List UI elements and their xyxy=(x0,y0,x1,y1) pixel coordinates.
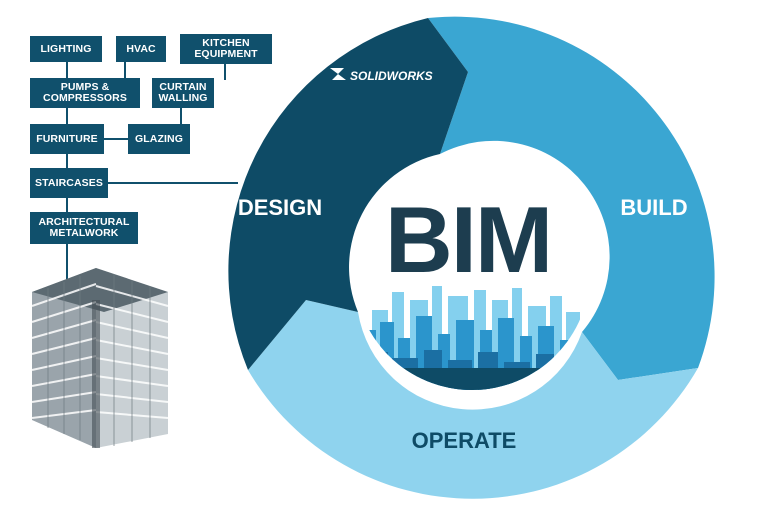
ds-logo-icon xyxy=(330,68,346,80)
connector-glazing xyxy=(104,138,128,140)
component-lighting: LIGHTING xyxy=(30,36,102,62)
component-hvac: HVAC xyxy=(116,36,166,62)
solidworks-logo: SOLIDWORKS xyxy=(330,68,433,83)
connector-hvac xyxy=(124,62,126,78)
building-illustration xyxy=(31,268,169,448)
connector-staircases-to-design xyxy=(108,182,238,184)
solidworks-logo-text: SOLIDWORKS xyxy=(350,69,433,83)
design-segment xyxy=(228,18,468,370)
component-pumps-compressors: PUMPS & COMPRESSORS xyxy=(30,78,140,108)
build-segment xyxy=(428,16,715,381)
component-curtain-walling: CURTAIN WALLING xyxy=(152,78,214,108)
stage-label-operate: OPERATE xyxy=(412,428,517,453)
component-glazing: GLAZING xyxy=(128,124,190,154)
connector-kitchen xyxy=(224,64,226,80)
center-label: BIM xyxy=(385,187,551,292)
stage-label-design: DESIGN xyxy=(238,195,322,220)
component-architectural-metalwork: ARCHITECTURAL METALWORK xyxy=(30,212,138,244)
connector-curtain xyxy=(180,108,182,124)
component-furniture: FURNITURE xyxy=(30,124,104,154)
component-kitchen-equipment: KITCHEN EQUIPMENT xyxy=(180,34,272,64)
component-staircases: STAIRCASES xyxy=(30,168,108,198)
stage-label-build: BUILD xyxy=(620,195,687,220)
operate-segment xyxy=(248,300,698,499)
